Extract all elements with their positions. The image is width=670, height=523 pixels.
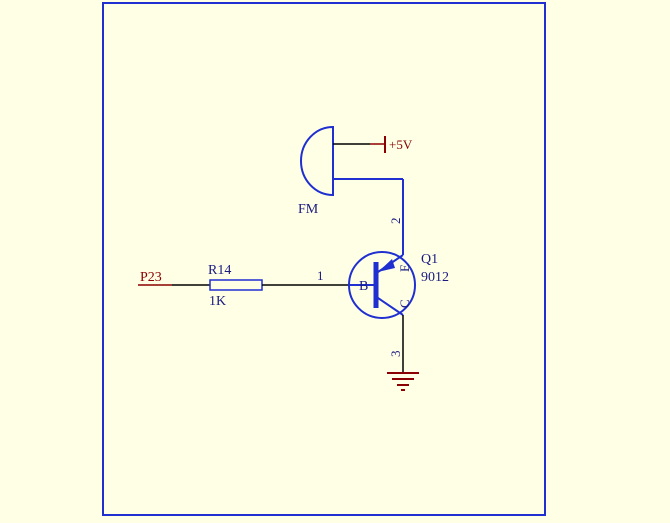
pin-number-collector: 3 xyxy=(388,351,403,358)
pin-number-base: 1 xyxy=(317,268,324,283)
transistor-emitter-arrow xyxy=(378,259,395,272)
transistor-collector-lead xyxy=(377,297,404,316)
resistor-value: 1K xyxy=(209,294,226,309)
transistor-designator: Q1 xyxy=(421,252,438,267)
buzzer-fm[interactable]: FM xyxy=(298,125,334,217)
resistor-body xyxy=(209,279,263,291)
transistor-base-letter: B xyxy=(359,279,368,294)
resistor-r14[interactable]: R14 1K xyxy=(208,263,263,309)
transistor-body xyxy=(348,251,416,319)
ground-symbol xyxy=(387,372,419,391)
transistor-emitter-letter: E xyxy=(397,264,412,272)
pin-number-emitter: 2 xyxy=(388,218,403,225)
supply-label: +5V xyxy=(389,137,413,152)
buzzer-body xyxy=(300,125,334,197)
resistor-designator: R14 xyxy=(208,263,231,278)
transistor-part-number: 9012 xyxy=(421,270,449,285)
sheet-frame xyxy=(102,2,546,516)
buzzer-designator: FM xyxy=(298,202,319,217)
transistor-q1[interactable]: B E C Q1 9012 xyxy=(348,251,449,319)
net-label-p23: P23 xyxy=(140,270,162,285)
transistor-collector-letter: C xyxy=(397,299,412,308)
